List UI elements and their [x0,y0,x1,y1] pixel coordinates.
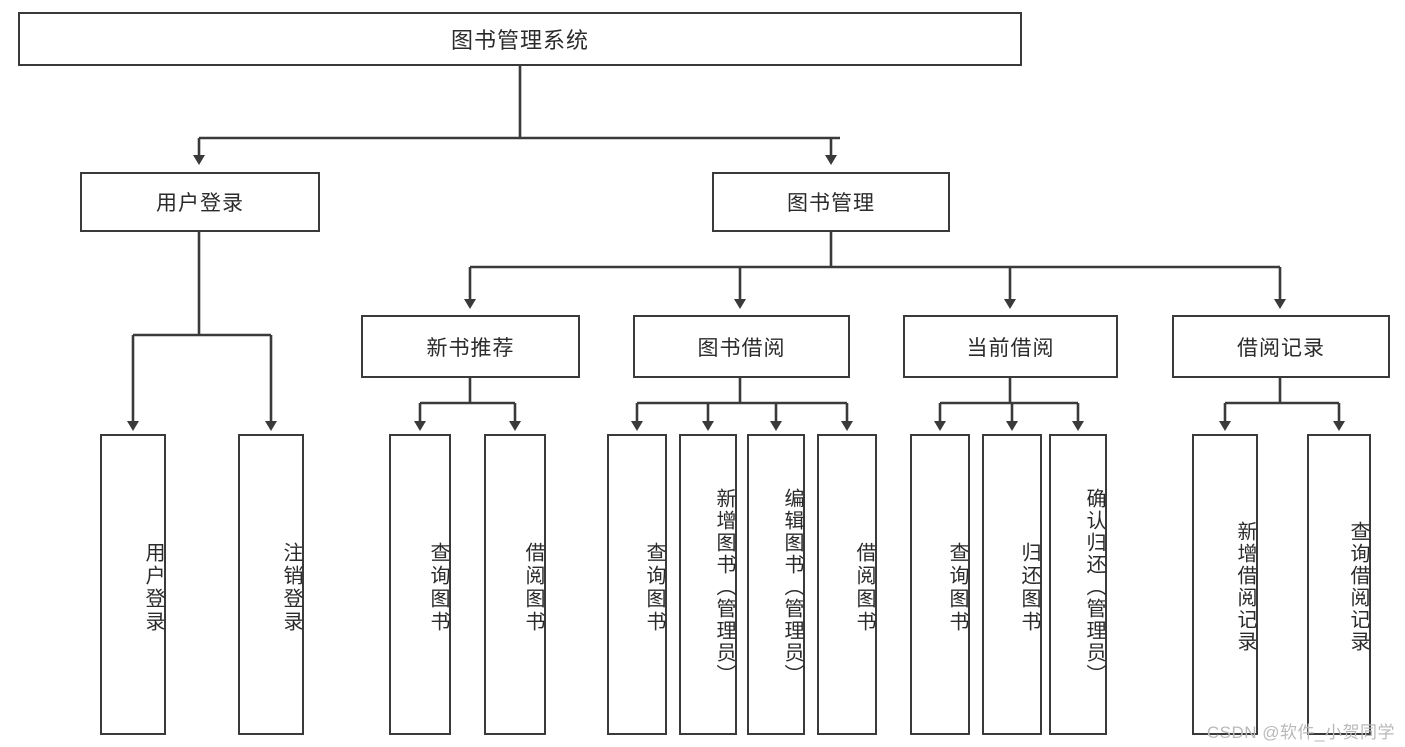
leaf-current-borrow-2[interactable]: 归还图书 [982,434,1042,735]
node-new-book-recommendation[interactable]: 新书推荐 [361,315,580,378]
node-book-management[interactable]: 图书管理 [712,172,950,232]
leaf-new-book-1[interactable]: 查询图书 [389,434,451,735]
node-book-management-system[interactable]: 图书管理系统 [18,12,1022,66]
node-label: 图书管理 [787,192,875,215]
node-label: 图书借阅 [697,336,786,360]
node-label: 新书推荐 [426,336,515,360]
leaf-book-borrow-1[interactable]: 查询图书 [607,434,667,735]
node-user-login[interactable]: 用户登录 [80,172,320,232]
leaf-book-borrow-3[interactable]: 编辑图书（管理员） [747,434,805,735]
node-label: 注销登录 [280,541,302,634]
node-label: 新增借阅记录 [1234,520,1256,653]
leaf-borrow-record-1[interactable]: 新增借阅记录 [1192,434,1258,735]
node-label: 当前借阅 [966,336,1055,360]
node-current-borrowing[interactable]: 当前借阅 [903,315,1118,378]
node-label: 用户登录 [156,192,244,215]
node-label: 新增图书（管理员） [713,487,735,686]
node-label: 查询借阅记录 [1347,520,1369,653]
leaf-book-borrow-2[interactable]: 新增图书（管理员） [679,434,737,735]
node-label: 查询图书 [946,541,968,634]
node-label: 用户登录 [142,541,164,634]
node-label: 图书管理系统 [450,28,589,53]
leaf-borrow-record-2[interactable]: 查询借阅记录 [1307,434,1371,735]
leaf-user-login-2[interactable]: 注销登录 [238,434,304,735]
node-label: 查询图书 [427,541,449,634]
leaf-book-borrow-4[interactable]: 借阅图书 [817,434,877,735]
node-label: 借阅记录 [1237,336,1325,360]
node-label: 借阅图书 [853,541,875,634]
leaf-current-borrow-1[interactable]: 查询图书 [910,434,970,735]
node-label: 归还图书 [1018,541,1040,634]
node-label: 查询图书 [643,541,665,634]
node-label: 确认归还（管理员） [1083,487,1105,686]
node-label: 编辑图书（管理员） [781,487,803,686]
node-borrowing-record[interactable]: 借阅记录 [1172,315,1390,378]
leaf-current-borrow-3[interactable]: 确认归还（管理员） [1049,434,1107,735]
node-label: 借阅图书 [522,541,544,634]
leaf-new-book-2[interactable]: 借阅图书 [484,434,546,735]
leaf-user-login-1[interactable]: 用户登录 [100,434,166,735]
watermark-text: CSDN @软件_小贺同学 [1206,723,1395,742]
node-book-borrowing[interactable]: 图书借阅 [633,315,850,378]
